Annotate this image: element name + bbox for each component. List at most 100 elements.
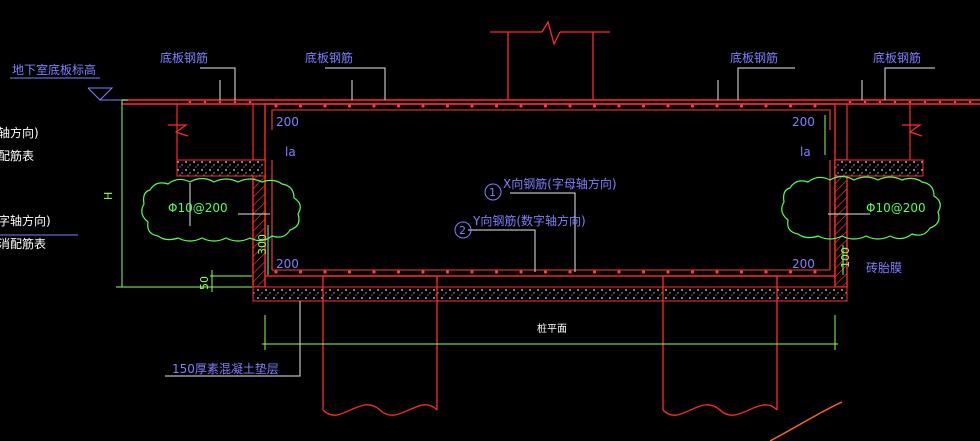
left-cut-text-2: 配筋表	[0, 148, 34, 163]
rebar-dot	[323, 104, 327, 108]
rebar-dot	[347, 104, 352, 108]
left-gravel-strip	[176, 159, 266, 177]
rebar-dot	[519, 104, 523, 108]
rebar-dot	[666, 104, 670, 108]
rebar-dot	[690, 270, 695, 274]
rebar-dot	[893, 100, 897, 104]
rebar-dot	[641, 104, 646, 108]
mark-2-circle	[454, 221, 472, 239]
rebar-dot	[274, 104, 278, 108]
rebar-dot	[421, 270, 425, 274]
rebar-dot	[323, 270, 327, 274]
mark-1-circle	[484, 183, 502, 201]
rebar-dot	[908, 100, 912, 104]
rebar-dot	[715, 270, 719, 274]
slab-rebar-label-4: 底板钢筋	[873, 50, 921, 65]
pile-right	[662, 275, 778, 416]
bottom-rebar-dots	[274, 270, 817, 274]
rebar-cage	[271, 109, 831, 271]
y-rebar-label: Y向钢筋(数字轴方向)	[472, 213, 586, 228]
rebar-dot	[813, 104, 817, 108]
slab-rebar-dots	[188, 100, 972, 104]
dim-100-label: 100	[839, 247, 852, 268]
dimension-lines	[116, 99, 844, 350]
right-stirrup-cloud	[781, 175, 941, 240]
height-h-label: H	[102, 192, 115, 200]
rebar-dot	[788, 104, 793, 108]
rebar-dot	[788, 270, 793, 274]
rebar-dot	[218, 100, 222, 104]
rebar-dot	[968, 100, 972, 104]
cover-200-bottom-right: 200	[792, 257, 815, 271]
slab-rebar-label-1: 底板钢筋	[160, 50, 208, 65]
rebar-dot	[494, 270, 499, 274]
rebar-dot	[739, 104, 744, 108]
mark-2-text: 2	[459, 224, 466, 237]
rebar-dot	[274, 270, 278, 274]
top-rebar-dots	[274, 104, 817, 108]
rebar-dot	[298, 270, 303, 274]
rebar-dot	[764, 104, 768, 108]
rebar-dot	[923, 100, 927, 104]
dim-300-label: 300	[256, 234, 269, 255]
stray-sketch-line	[769, 401, 843, 441]
leader-lines	[165, 67, 935, 377]
rebar-dot	[715, 104, 719, 108]
left-stirrup-cloud	[141, 177, 301, 242]
slab-rebar-label-2: 底板钢筋	[305, 50, 353, 65]
rebar-dot	[739, 270, 744, 274]
anchor-la-left: la	[285, 145, 296, 159]
rebar-dot	[543, 270, 548, 274]
rebar-dot	[666, 270, 670, 274]
rebar-dot	[445, 270, 450, 274]
mark-1-text: 1	[489, 186, 496, 199]
rebar-dot	[396, 104, 401, 108]
rebar-dot	[690, 104, 695, 108]
cover-200-bottom-left: 200	[276, 257, 299, 271]
right-gravel-strip	[834, 159, 924, 177]
brick-mold-label: 砖胎膜	[866, 260, 902, 275]
rebar-dot	[953, 100, 957, 104]
stirrup-note-right: Φ10@200	[866, 201, 926, 215]
pile-left	[322, 275, 438, 416]
rebar-dot	[543, 104, 548, 108]
rebar-dot	[494, 104, 499, 108]
cushion-layer	[252, 286, 848, 302]
rebar-dot	[863, 100, 867, 104]
rebar-dot	[470, 270, 474, 274]
rebar-dot	[848, 100, 852, 104]
rebar-dot	[592, 270, 597, 274]
left-cut-text-3: 字轴方向)	[0, 213, 51, 228]
rebar-dot	[617, 104, 621, 108]
column-stub	[490, 20, 610, 100]
rebar-dot	[519, 270, 523, 274]
rebar-dot	[347, 270, 352, 274]
rebar-dot	[233, 100, 237, 104]
rebar-dot	[396, 270, 401, 274]
rebar-dot	[188, 100, 192, 104]
dim-50-label: 50	[198, 276, 211, 290]
rebar-dot	[470, 104, 474, 108]
rebar-dot	[248, 100, 252, 104]
rebar-dot	[764, 270, 768, 274]
cover-200-top-right: 200	[792, 115, 815, 129]
wall-stubs	[168, 104, 923, 160]
floor-level-symbol	[0, 77, 122, 236]
rebar-dot	[568, 104, 572, 108]
left-cut-text-4: 消配筋表	[0, 236, 46, 251]
rebar-dot	[445, 104, 450, 108]
rebar-dot	[813, 270, 817, 274]
left-cut-text-1: 轴方向)	[0, 125, 39, 140]
rebar-dot	[372, 270, 376, 274]
rebar-dot	[568, 270, 572, 274]
center-line-label: 桩平面	[537, 322, 567, 335]
basement-floor-level-label: 地下室底板标高	[12, 62, 96, 77]
rebar-dot	[938, 100, 942, 104]
rebar-dot	[878, 100, 882, 104]
rebar-dot	[372, 104, 376, 108]
anchor-la-right: la	[800, 145, 811, 159]
rebar-dot	[421, 104, 425, 108]
rebar-dot	[617, 270, 621, 274]
x-rebar-label: X向钢筋(字母轴方向)	[503, 176, 617, 191]
